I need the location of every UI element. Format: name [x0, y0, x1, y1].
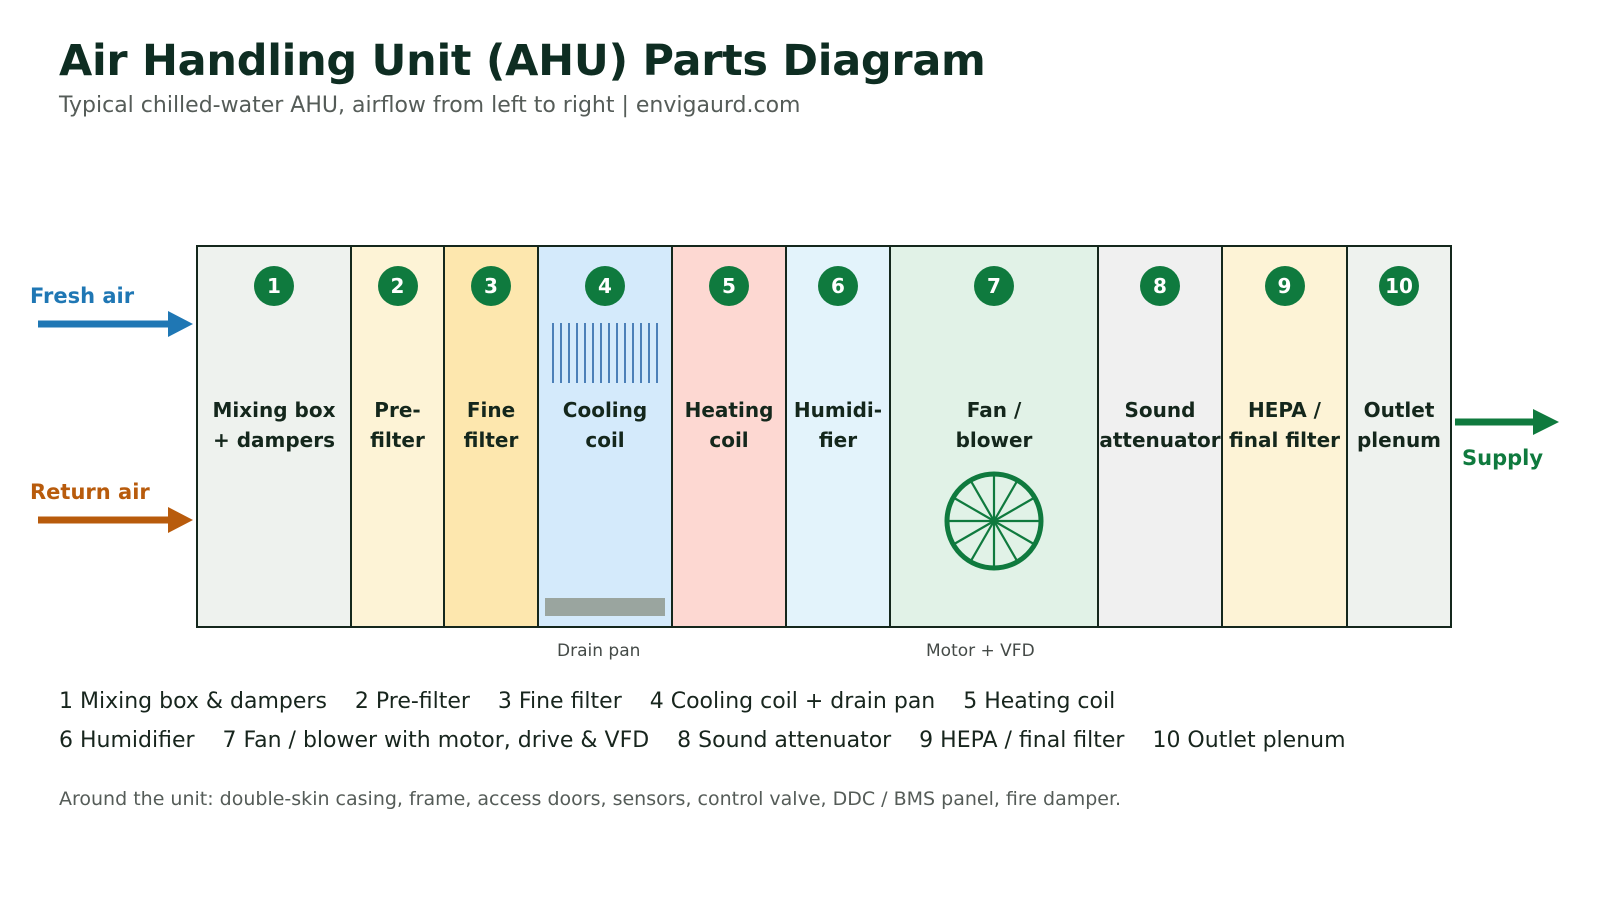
section-number-badge: 8: [1140, 266, 1180, 306]
section-label: Cooling coil: [562, 398, 648, 452]
page-subtitle: Typical chilled-water AHU, airflow from …: [59, 93, 801, 118]
section-label: Pre- filter: [370, 398, 425, 452]
section-mixing-box: 1 Mixing box + dampers: [198, 247, 352, 626]
ahu-unit: 1 Mixing box + dampers 2 Pre- filter 3 F…: [196, 245, 1452, 628]
section-cooling-coil: 4 Cooling coil: [539, 247, 673, 626]
return-air-label: Return air: [30, 480, 150, 504]
legend-line-1: 1 Mixing box & dampers 2 Pre-filter 3 Fi…: [59, 689, 1116, 714]
fresh-air-arrow: [38, 311, 193, 337]
section-hepa-filter: 9 HEPA / final filter: [1223, 247, 1348, 626]
section-number-badge: 4: [585, 266, 625, 306]
section-number-badge: 10: [1379, 266, 1419, 306]
section-label: Fan / blower: [955, 398, 1033, 452]
supply-label: Supply: [1462, 446, 1544, 470]
section-label: Outlet plenum: [1356, 398, 1442, 452]
section-number-badge: 7: [974, 266, 1014, 306]
section-label: Fine filter: [463, 398, 519, 452]
legend-line-2: 6 Humidifier 7 Fan / blower with motor, …: [59, 728, 1346, 753]
section-label: Humidi- fier: [793, 398, 883, 452]
return-air-arrow: [38, 507, 193, 533]
section-label: Sound attenuator: [1099, 398, 1221, 452]
section-sound-attenuator: 8 Sound attenuator: [1099, 247, 1223, 626]
section-humidifier: 6 Humidi- fier: [787, 247, 891, 626]
section-number-badge: 6: [818, 266, 858, 306]
section-outlet-plenum: 10 Outlet plenum: [1348, 247, 1450, 626]
drain-pan: [545, 598, 665, 616]
fresh-air-label: Fresh air: [30, 284, 135, 308]
section-label: HEPA / final filter: [1228, 398, 1341, 452]
section-number-badge: 3: [471, 266, 511, 306]
section-label: Mixing box + dampers: [212, 398, 336, 452]
section-number-badge: 2: [377, 266, 418, 306]
drain-pan-note: Drain pan: [557, 641, 641, 661]
section-fine-filter: 3 Fine filter: [445, 247, 539, 626]
section-number-badge: 5: [709, 266, 749, 306]
supply-arrow: [1455, 409, 1559, 435]
section-heating-coil: 5 Heating coil: [673, 247, 787, 626]
page-title: Air Handling Unit (AHU) Parts Diagram: [59, 36, 986, 86]
footer-note: Around the unit: double-skin casing, fra…: [59, 788, 1122, 810]
cooling-coil-fins-icon: [552, 323, 658, 383]
section-fan-blower: 7 Fan / blower: [891, 247, 1099, 626]
section-label: Heating coil: [684, 398, 774, 452]
section-pre-filter: 2 Pre- filter: [352, 247, 445, 626]
section-number-badge: 9: [1264, 266, 1305, 306]
motor-vfd-note: Motor + VFD: [926, 641, 1035, 661]
fan-wheel-icon: [944, 471, 1044, 571]
section-number-badge: 1: [254, 266, 294, 306]
